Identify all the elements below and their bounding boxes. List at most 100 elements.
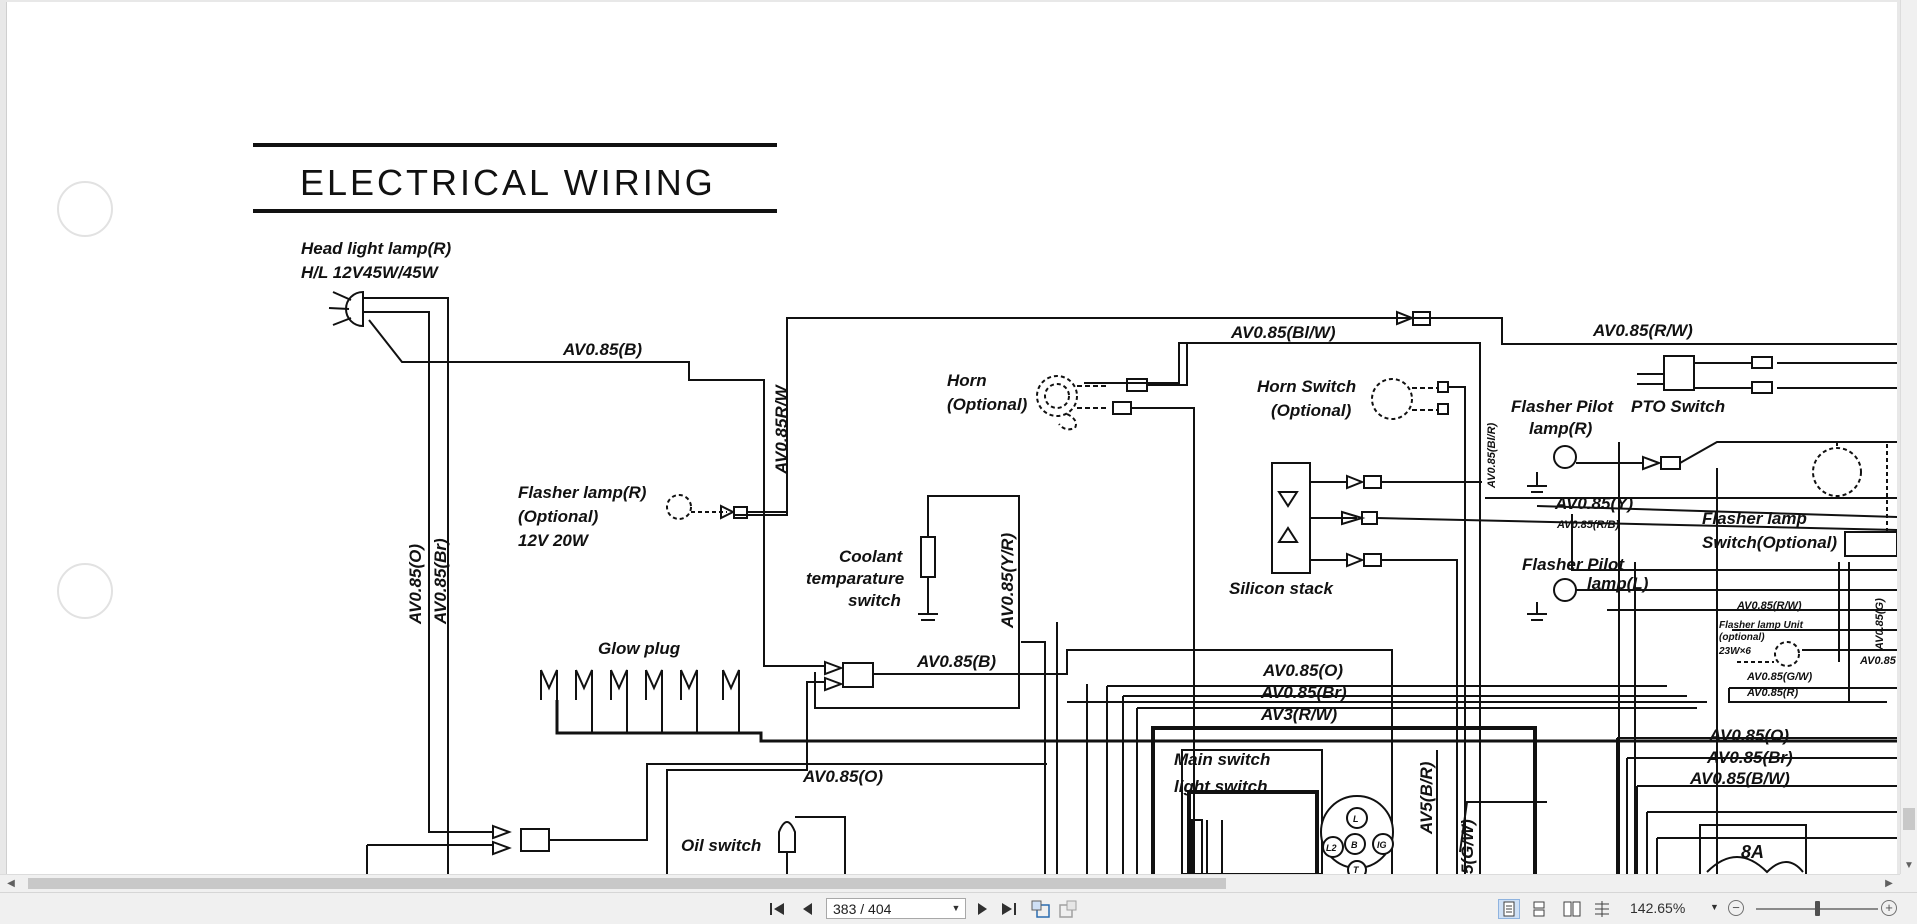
wire-bw-right-label: AV0.85(B/W) (1689, 769, 1790, 788)
flasher-lamp-r-label: Flasher lamp(R) (518, 483, 647, 502)
fuse-8a-symbol (1699, 824, 1807, 874)
wire-br-vertical-label: AV0.85(Br) (431, 538, 450, 625)
binder-hole-top (57, 181, 113, 237)
wire-b-mid-label: AV0.85(B) (916, 652, 996, 671)
light-switch-label: light switch (1174, 777, 1268, 796)
glow-plug-label: Glow plug (598, 639, 681, 658)
silicon-stack-symbol (1271, 462, 1311, 574)
flasher-unit-rating: 23W×6 (1718, 646, 1751, 657)
page-number-box[interactable]: ▼ (826, 898, 966, 919)
horizontal-scroll-thumb[interactable] (28, 878, 1226, 889)
wire-av3-label: AV3(R/W) (1260, 705, 1338, 724)
wiring-schematic: ELECTRICAL WIRING (57, 143, 1898, 874)
bottom-toolbar: ▼ 142.65% ▼ − + (0, 892, 1917, 924)
flasher-pilot-l-label: Flasher Pilot (1522, 555, 1625, 574)
flasher-pilot-lamp-l-symbol (1553, 578, 1577, 602)
horn-label: Horn (947, 371, 987, 390)
wire-av5-label: AV5(B/R) (1417, 761, 1436, 835)
wire-blr-vertical-label: AV0.85(Bl/R) (1486, 422, 1498, 489)
zoom-level: 142.65% (1630, 900, 1686, 916)
page-title: ELECTRICAL WIRING (300, 162, 716, 203)
last-page-icon[interactable] (998, 899, 1020, 919)
coolant-switch-symbol (920, 536, 936, 578)
binder-hole-bottom (57, 563, 113, 619)
headlight-rating: H/L 12V45W/45W (301, 263, 440, 282)
wire-rw-vertical-label: AV0.85R/W (772, 384, 791, 475)
zoom-dropdown-arrow-icon[interactable]: ▼ (1710, 902, 1719, 912)
wire-o-bottom-label: AV0.85(O) (802, 767, 883, 786)
wire-o-right-label: AV0.85(O) (1708, 726, 1789, 745)
page-number-input[interactable] (829, 900, 945, 917)
flasher-lamp-switch-symbol (1844, 531, 1898, 557)
silicon-stack-label: Silicon stack (1229, 579, 1334, 598)
flasher-pilot-lamp-r-symbol (1553, 445, 1577, 469)
terminal-ig-label: IG (1377, 840, 1387, 850)
terminal-l2-label: L2 (1326, 843, 1337, 853)
headlight-label: Head light lamp(R) (301, 239, 452, 258)
wire-rw-small-label: AV0.85(R/W) (1736, 600, 1802, 612)
horn-switch-symbol (1371, 378, 1413, 420)
wire-o-mid-label: AV0.85(O) (1262, 661, 1343, 680)
wire-blw-label: AV0.85(Bl/W) (1230, 323, 1336, 342)
flasher-lamp-switch-optional: Switch(Optional) (1702, 533, 1837, 552)
coolant-label: Coolant (839, 547, 904, 566)
wire-o-vertical-label: AV0.85(O) (406, 544, 425, 625)
scroll-left-arrow-icon[interactable]: ◀ (7, 878, 15, 889)
wire-rb-label: AV0.85(R/B) (1556, 519, 1619, 531)
wire-yr-label: AV0.85(Y/R) (998, 533, 1017, 629)
page-dropdown-arrow-icon[interactable]: ▼ (951, 903, 961, 913)
flasher-lamp-r-symbol (666, 494, 692, 520)
zoom-slider-thumb[interactable] (1815, 901, 1820, 916)
next-page-icon[interactable] (972, 899, 994, 919)
wire-y-label: AV0.85(Y) (1554, 494, 1633, 513)
scroll-right-arrow-icon[interactable]: ▶ (1885, 878, 1893, 889)
coolant-label-3: switch (848, 591, 901, 610)
horn-optional: (Optional) (947, 395, 1028, 414)
zoom-out-icon[interactable]: − (1728, 900, 1744, 916)
flasher-unit-optional: (optional) (1719, 632, 1765, 643)
headlight-lamp-symbol (345, 290, 364, 328)
wire-br-right-label: AV0.85(Br) (1706, 748, 1793, 767)
continuous-icon[interactable] (1528, 899, 1550, 919)
scroll-down-arrow-icon[interactable]: ▼ (1904, 860, 1914, 871)
terminal-l-label: L (1353, 814, 1359, 824)
pto-switch-label: PTO Switch (1631, 397, 1725, 416)
flasher-unit-symbol (1774, 641, 1800, 667)
wire-av085-cut-label: AV0.85 (1859, 655, 1897, 667)
main-switch-label: Main switch (1174, 750, 1270, 769)
prev-page-icon[interactable] (796, 899, 818, 919)
fuse-8a-label: 8A (1741, 842, 1764, 862)
flasher-unit-label: Flasher lamp Unit (1719, 620, 1804, 631)
horn-symbol (1036, 375, 1078, 417)
vertical-scroll-thumb[interactable] (1903, 808, 1915, 830)
wire-br-mid-label: AV0.85(Br) (1260, 683, 1347, 702)
single-page-icon[interactable] (1498, 899, 1520, 919)
document-page: ELECTRICAL WIRING (6, 2, 1898, 874)
facing-icon[interactable] (1561, 899, 1583, 919)
flasher-pilot-r-label: Flasher Pilot (1511, 397, 1614, 416)
coolant-label-2: temparature (806, 569, 904, 588)
vertical-scrollbar[interactable]: ▼ (1900, 0, 1917, 874)
glow-plug-symbols (540, 669, 740, 700)
first-page-icon[interactable] (766, 899, 788, 919)
scrollbar-corner (1900, 874, 1917, 892)
title-bar-top (253, 143, 777, 147)
rotate-back-icon[interactable] (1058, 899, 1080, 919)
rotate-icon[interactable] (1030, 899, 1052, 919)
document-area: ELECTRICAL WIRING (6, 2, 1898, 874)
flasher-lamp-r-rating: 12V 20W (518, 531, 590, 550)
terminal-b-label: B (1351, 840, 1358, 850)
continuous-facing-icon[interactable] (1591, 899, 1613, 919)
terminal-t-label: T (1353, 865, 1360, 874)
horizontal-scrollbar[interactable]: ◀ ▶ (0, 874, 1900, 892)
flasher-pilot-l-sub: lamp(L) (1587, 574, 1649, 593)
title-bar-bottom (253, 209, 777, 213)
zoom-in-icon[interactable]: + (1881, 900, 1897, 916)
main-switch-body (1181, 749, 1323, 874)
horn-switch-label: Horn Switch (1257, 377, 1356, 396)
wire-rw-top-label: AV0.85(R/W) (1592, 321, 1693, 340)
oil-switch-label: Oil switch (681, 836, 761, 855)
horn-switch-optional: (Optional) (1271, 401, 1352, 420)
pto-switch-symbol (1663, 355, 1695, 391)
